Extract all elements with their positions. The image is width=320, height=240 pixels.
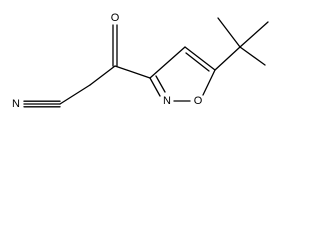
carbonyl-to-ring-bond xyxy=(114,65,151,79)
isoxazole-ring xyxy=(149,46,216,102)
ring-nitrogen-label: N xyxy=(163,95,171,107)
ring-c5-c4-bond xyxy=(184,46,216,71)
ring-c5-c4-inner-bond xyxy=(185,52,210,72)
ring-c3-n-bond xyxy=(149,77,161,97)
nitrile-group xyxy=(23,100,61,108)
ring-c3-n-inner-bond xyxy=(155,75,166,93)
methyl-bond-upper-left xyxy=(217,17,241,48)
tert-butyl-group xyxy=(214,17,269,71)
methyl-bond-upper-right xyxy=(239,21,269,48)
carbonyl-double-bond xyxy=(112,24,118,67)
ketone-oxygen-label: O xyxy=(111,12,120,24)
methyl-bond-right xyxy=(239,46,266,66)
structure-canvas: N O N O xyxy=(0,0,277,122)
chain-bond-ch2 xyxy=(59,84,91,105)
nitrile-nitrogen-label: N xyxy=(12,98,20,110)
chemical-structure-diagram: N O N O xyxy=(12,12,269,110)
chain-bond-carbonyl xyxy=(89,65,116,86)
ring-o-c5-bond xyxy=(202,69,216,96)
ring-to-quaternary-carbon-bond xyxy=(214,46,241,71)
ring-oxygen-label: O xyxy=(194,95,203,107)
ring-c4-c3-bond xyxy=(149,46,186,79)
